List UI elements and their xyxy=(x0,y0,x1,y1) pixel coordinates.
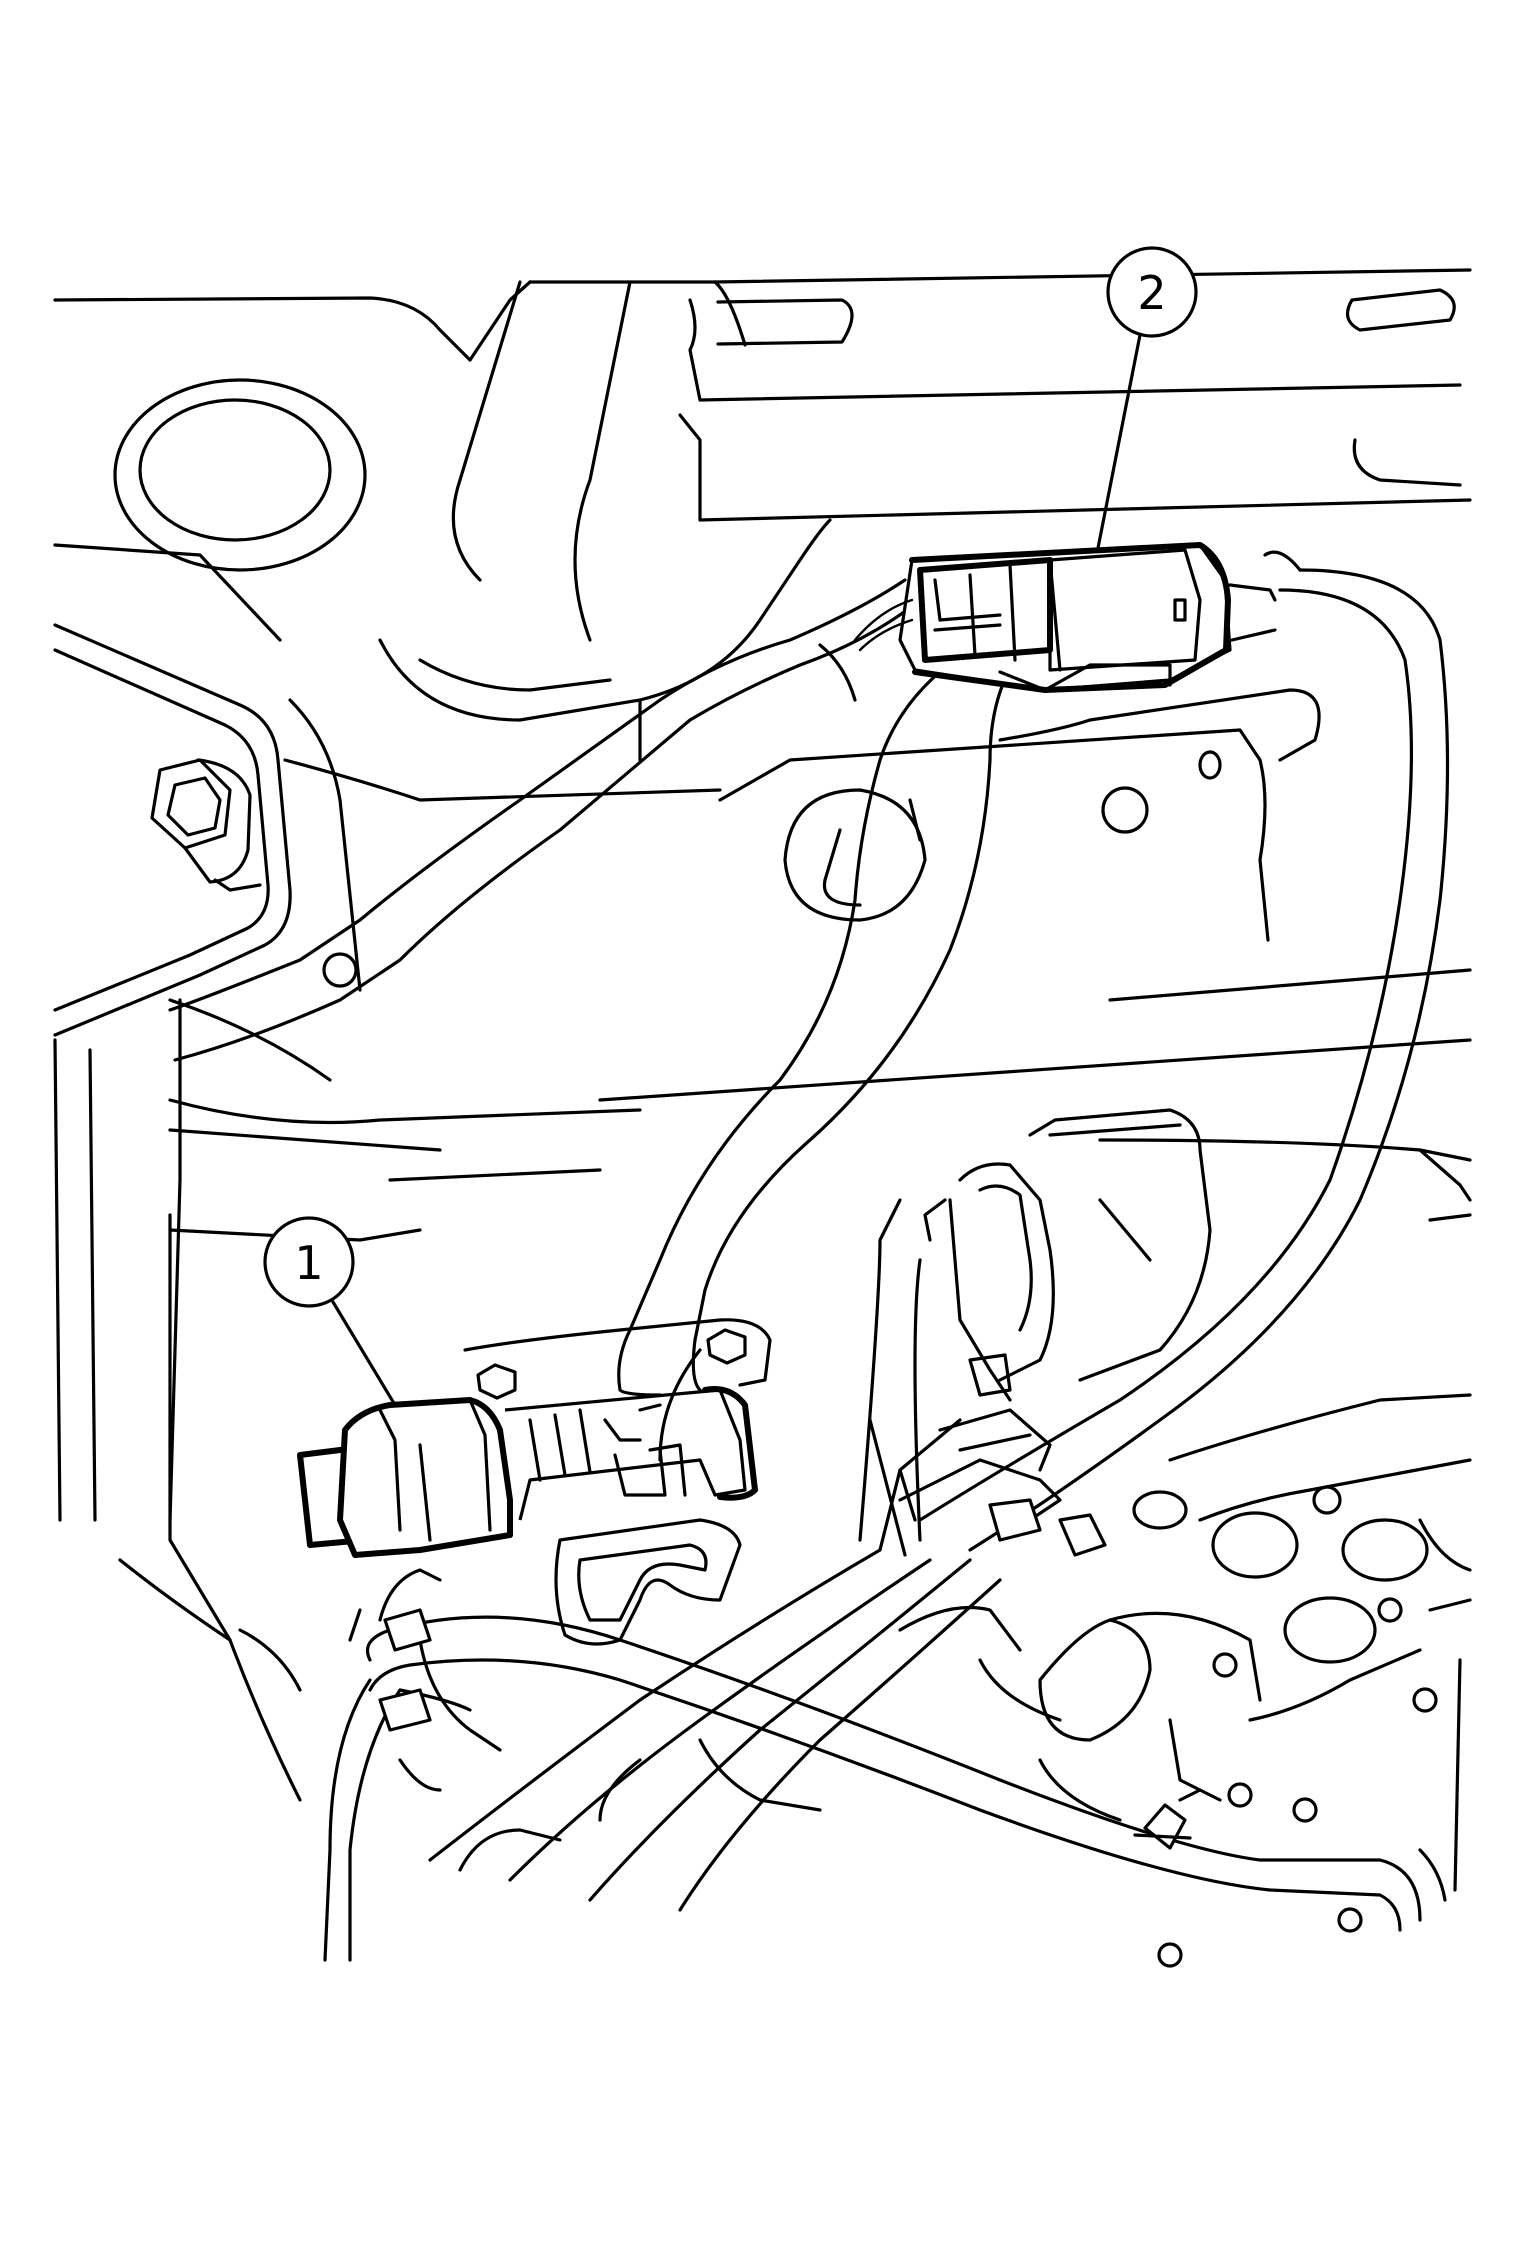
harness-lower xyxy=(323,1568,1422,1962)
callout-circle xyxy=(1106,246,1198,338)
panel-holes xyxy=(322,750,1438,1968)
oval-hole xyxy=(113,378,367,572)
bolt-icon xyxy=(150,758,262,892)
left-bracket xyxy=(53,623,362,1522)
upper-frame xyxy=(53,268,1472,642)
callout-label-1: 1 xyxy=(294,1236,323,1290)
main-panel xyxy=(168,688,1472,1642)
callout-2: 2 xyxy=(1096,246,1198,550)
lower-mechanism xyxy=(868,1108,1472,1902)
connector-1[interactable] xyxy=(297,1318,772,1646)
callout-1: 1 xyxy=(263,1216,397,1407)
callout-label-2: 2 xyxy=(1137,266,1166,320)
pillar xyxy=(378,280,832,762)
callout-circle xyxy=(263,1216,355,1308)
harness-upper xyxy=(168,550,1450,1552)
harness-diagonal xyxy=(118,1198,1122,1912)
connector-2[interactable] xyxy=(853,542,1277,693)
grommet xyxy=(783,788,927,922)
